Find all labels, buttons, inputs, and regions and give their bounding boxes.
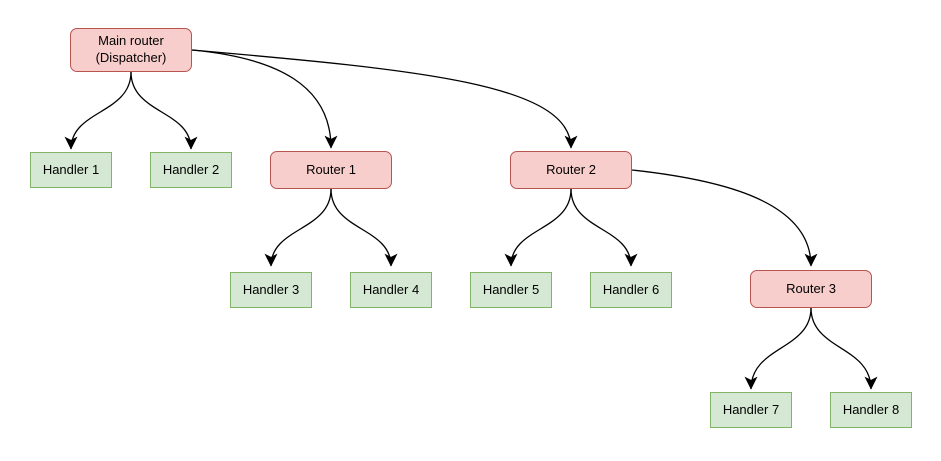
node-router-3: Router 3 (750, 270, 872, 308)
node-handler-5: Handler 5 (470, 272, 552, 308)
node-handler-3: Handler 3 (230, 272, 312, 308)
edge-router2-to-handler5 (504, 188, 572, 267)
node-handler-6: Handler 6 (590, 272, 672, 308)
node-router-1: Router 1 (270, 151, 392, 189)
edge-main-to-router1 (191, 49, 338, 149)
node-router-2: Router 2 (510, 151, 632, 189)
node-handler-4: Handler 4 (350, 272, 432, 308)
edge-router1-to-handler4 (330, 188, 398, 267)
edge-router3-to-handler7 (744, 307, 812, 390)
node-handler-8: Handler 8 (830, 392, 912, 428)
node-handler-1: Handler 1 (30, 152, 112, 188)
edge-router2-to-handler6 (570, 188, 638, 267)
edge-router2-to-router3 (631, 169, 818, 267)
node-main-router: Main router (Dispatcher) (70, 28, 192, 72)
node-handler-2: Handler 2 (150, 152, 232, 188)
edge-main-to-handler2 (130, 71, 198, 150)
edge-router3-to-handler8 (810, 307, 878, 390)
edge-main-to-router2 (191, 49, 578, 149)
node-handler-7: Handler 7 (710, 392, 792, 428)
edge-main-to-handler1 (64, 71, 132, 150)
edge-router1-to-handler3 (264, 188, 332, 267)
